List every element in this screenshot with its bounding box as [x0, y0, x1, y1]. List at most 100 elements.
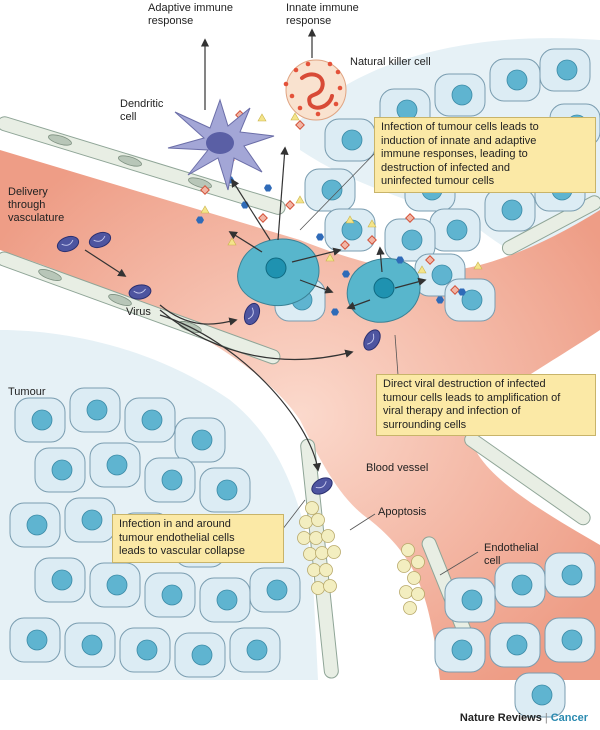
- tumour-cell: [304, 168, 356, 212]
- immune-induction-callout: Infection of tumour cells leads to induc…: [374, 117, 596, 193]
- tumour-cell: [539, 48, 591, 92]
- apoptotic-body: [303, 547, 317, 561]
- apoptotic-body: [327, 545, 341, 559]
- particle-diamond: [425, 255, 435, 265]
- virus-particle: [128, 284, 152, 300]
- tumour-cell: [229, 627, 281, 673]
- particle-diamond: [258, 213, 268, 223]
- dendritic-cell-label: Dendritic cell: [120, 98, 164, 123]
- tumour-cell: [124, 397, 176, 443]
- particle-triangle: [295, 195, 305, 204]
- tumour-cell: [14, 397, 66, 443]
- tumour-cell: [34, 557, 86, 603]
- particle-hexagon: [196, 216, 204, 224]
- tumour-cell: [434, 73, 486, 117]
- apoptotic-body: [305, 501, 319, 515]
- tumour-label: Tumour: [8, 386, 46, 398]
- apoptotic-body: [311, 513, 325, 527]
- apoptotic-body: [397, 559, 411, 573]
- tumour-cell: [489, 58, 541, 102]
- particle-diamond: [200, 185, 210, 195]
- tumour-cells-lower-right: [434, 552, 596, 718]
- apoptotic-body: [323, 579, 337, 593]
- apoptotic-body: [407, 571, 421, 585]
- particle-hexagon: [316, 233, 324, 241]
- apoptotic-body: [401, 543, 415, 557]
- particle-hexagon: [458, 288, 466, 296]
- apoptotic-body: [399, 585, 413, 599]
- particle-triangle: [345, 215, 355, 224]
- apoptotic-body: [299, 515, 313, 529]
- particle-diamond: [340, 240, 350, 250]
- apoptotic-body: [403, 601, 417, 615]
- tumour-cell: [174, 632, 226, 678]
- adaptive-immune-response-label: Adaptive immune response: [148, 2, 233, 27]
- virus-particle: [243, 302, 261, 326]
- tumour-cell: [489, 622, 541, 668]
- tumour-cell: [249, 567, 301, 613]
- tumour-cell: [69, 387, 121, 433]
- tumour-cell: [444, 577, 496, 623]
- blood-vessel-label: Blood vessel: [366, 462, 429, 474]
- particle-diamond: [405, 213, 415, 223]
- apoptotic-body: [411, 587, 425, 601]
- virus-particle: [56, 235, 80, 253]
- journal-name: Nature Reviews: [459, 712, 542, 724]
- tumour-cell: [199, 577, 251, 623]
- tumour-cell: [64, 622, 116, 668]
- particle-diamond: [285, 200, 295, 210]
- tumour-cell: [324, 208, 376, 252]
- tumour-cell: [174, 417, 226, 463]
- tumour-cell: [429, 208, 481, 252]
- particle-hexagon: [342, 270, 350, 278]
- apoptotic-body: [321, 529, 335, 543]
- tumour-cell: [384, 218, 436, 262]
- tumour-cell: [544, 617, 596, 663]
- apoptotic-bodies: [297, 501, 425, 615]
- particle-triangle: [325, 253, 335, 262]
- tumour-cell: [89, 442, 141, 488]
- virus-particle: [88, 231, 112, 249]
- tumour-cell: [9, 617, 61, 663]
- tumour-cell: [324, 118, 376, 162]
- particle-hexagon: [396, 256, 404, 264]
- journal-credit: Nature Reviews|Cancer: [460, 712, 588, 724]
- delivery-through-vasculature-label: Delivery through vasculature: [8, 186, 65, 224]
- apoptotic-body: [411, 555, 425, 569]
- tumour-cell: [514, 672, 566, 718]
- direct-destruction-callout: Direct viral destruction of infected tum…: [376, 374, 596, 436]
- tumour-cell: [199, 467, 251, 513]
- dendritic-cell: [167, 98, 275, 191]
- virus-particle: [363, 329, 381, 351]
- natural-killer-cell: [283, 59, 347, 121]
- vascular-collapse-callout: Infection in and around tumour endotheli…: [112, 514, 284, 563]
- particle-triangle: [417, 265, 427, 274]
- particle-triangle: [257, 113, 267, 122]
- tumour-cell: [34, 447, 86, 493]
- apoptotic-body: [307, 563, 321, 577]
- natural-killer-cell-label: Natural killer cell: [350, 56, 431, 68]
- virus-particle: [311, 477, 333, 495]
- particle-diamond: [367, 235, 377, 245]
- apoptotic-body: [309, 531, 323, 545]
- leader-lines: [281, 149, 479, 576]
- viruses: [56, 231, 381, 495]
- tumour-cell: [484, 188, 536, 232]
- particle-diamond: [295, 120, 305, 130]
- particle-diamond: [450, 285, 460, 295]
- tumour-cell: [434, 627, 486, 673]
- virus-label: Virus: [126, 306, 151, 318]
- apoptotic-body: [297, 531, 311, 545]
- tumour-cell: [144, 572, 196, 618]
- particle-triangle: [367, 219, 377, 228]
- tumour-cell: [89, 562, 141, 608]
- tumour-cells-left: [9, 387, 301, 678]
- particle-triangle: [227, 237, 237, 246]
- footer-separator: |: [544, 712, 548, 724]
- arrows: [84, 28, 427, 472]
- tumour-cell: [64, 497, 116, 543]
- apoptotic-body: [311, 581, 325, 595]
- apoptotic-body: [319, 563, 333, 577]
- particle-triangle: [473, 261, 483, 270]
